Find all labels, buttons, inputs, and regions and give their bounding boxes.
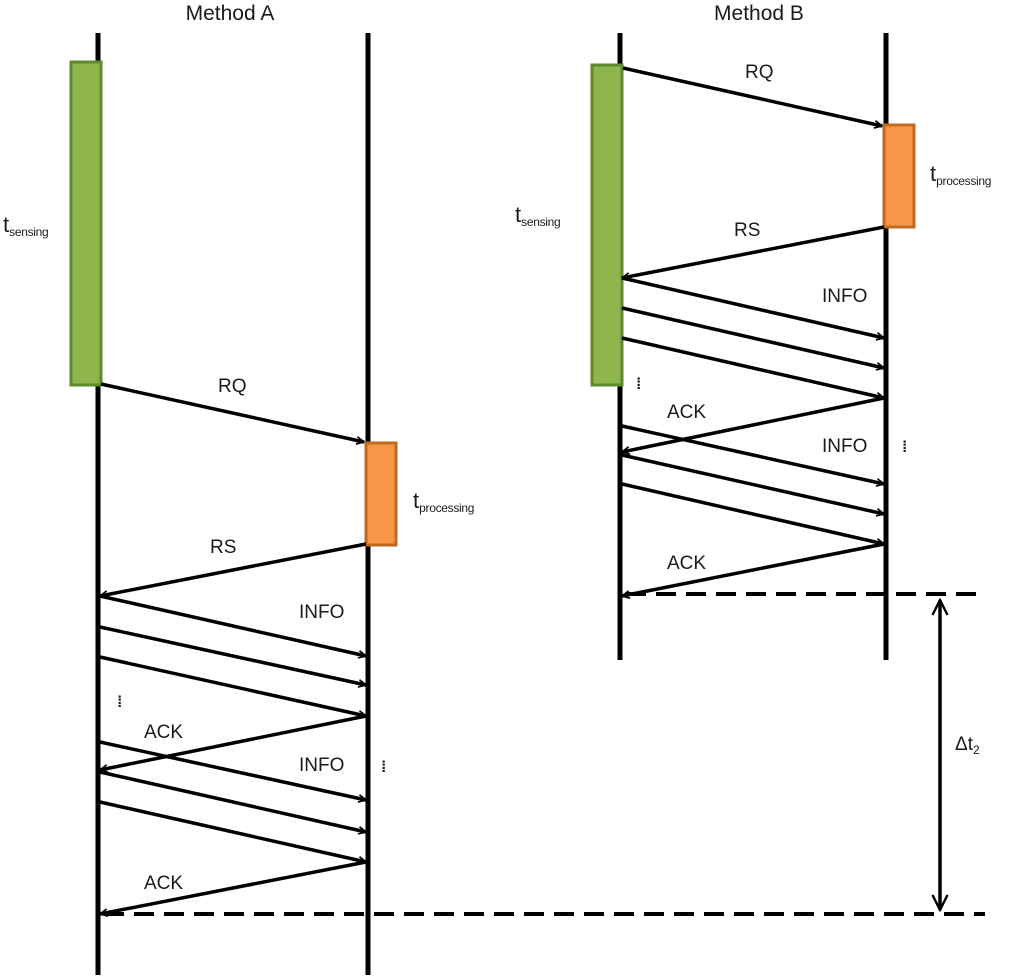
- method-b-info-arrow: [621, 424, 884, 484]
- method-a-rs-label: RS: [210, 537, 236, 558]
- method-a-info-arrow: [99, 800, 366, 862]
- method-a-ellipsis: ⁞: [117, 694, 122, 711]
- method-a-ack-label-2: ACK: [144, 873, 183, 894]
- method-b: Method B tsensing tprocessing RQ RS INFO…: [515, 2, 991, 660]
- method-b-info-arrow: [621, 276, 884, 338]
- method-b-info-arrow: [621, 306, 884, 368]
- method-a-info-label-2: INFO: [299, 755, 344, 776]
- method-b-rq-label: RQ: [745, 62, 774, 83]
- method-b-title: Method B: [714, 2, 804, 25]
- method-b-ack-arrow-2: [622, 542, 885, 596]
- method-a-processing-label: tprocessing: [413, 488, 474, 515]
- method-b-sensing-bar: [590, 63, 624, 387]
- method-b-rq-arrow: [622, 66, 882, 126]
- method-a-info-label: INFO: [299, 602, 344, 623]
- method-b-info-arrow: [621, 482, 884, 544]
- method-b-rs-label: RS: [734, 220, 760, 241]
- method-a-sensing-label: tsensing: [3, 212, 48, 239]
- method-b-info-label: INFO: [822, 286, 867, 307]
- method-a-ack-label: ACK: [144, 722, 183, 743]
- method-a-info-arrow: [99, 625, 366, 685]
- method-b-ellipsis: ⁞: [636, 376, 641, 393]
- method-b-info-arrow: [621, 336, 884, 398]
- delta-time: Δt2: [104, 592, 985, 916]
- method-b-ellipsis-2: ⁞: [902, 439, 907, 456]
- method-b-ack-arrow: [622, 396, 885, 452]
- method-a-ack-arrow: [100, 714, 367, 770]
- method-b-rs-arrow: [622, 225, 885, 278]
- method-b-sensing-label: tsensing: [515, 202, 560, 229]
- method-a-info-arrow: [99, 740, 366, 800]
- method-b-info-arrow: [621, 453, 884, 514]
- method-b-info-label-2: INFO: [822, 436, 867, 457]
- method-a-processing-bar: [364, 441, 398, 547]
- method-a-sensing-bar: [69, 60, 103, 387]
- method-a-info-arrow: [99, 770, 366, 832]
- method-a-info-arrow: [99, 594, 366, 656]
- method-a-ellipsis-2: ⁞: [381, 759, 386, 776]
- method-a-rq-label: RQ: [218, 376, 247, 397]
- method-a-rs-arrow: [100, 542, 367, 596]
- method-b-processing-bar: [882, 123, 916, 229]
- method-b-ack-label: ACK: [667, 402, 706, 423]
- method-a: Method A tsensing tprocessing RQ RS INFO…: [3, 2, 474, 975]
- method-b-ack-label-2: ACK: [667, 553, 706, 574]
- method-a-title: Method A: [186, 2, 275, 25]
- method-a-rq-arrow: [100, 382, 364, 442]
- delta-label: Δt2: [955, 734, 980, 757]
- method-a-info-arrow: [99, 655, 366, 716]
- method-a-ack-arrow-2: [100, 860, 367, 914]
- method-b-processing-label: tprocessing: [930, 161, 991, 188]
